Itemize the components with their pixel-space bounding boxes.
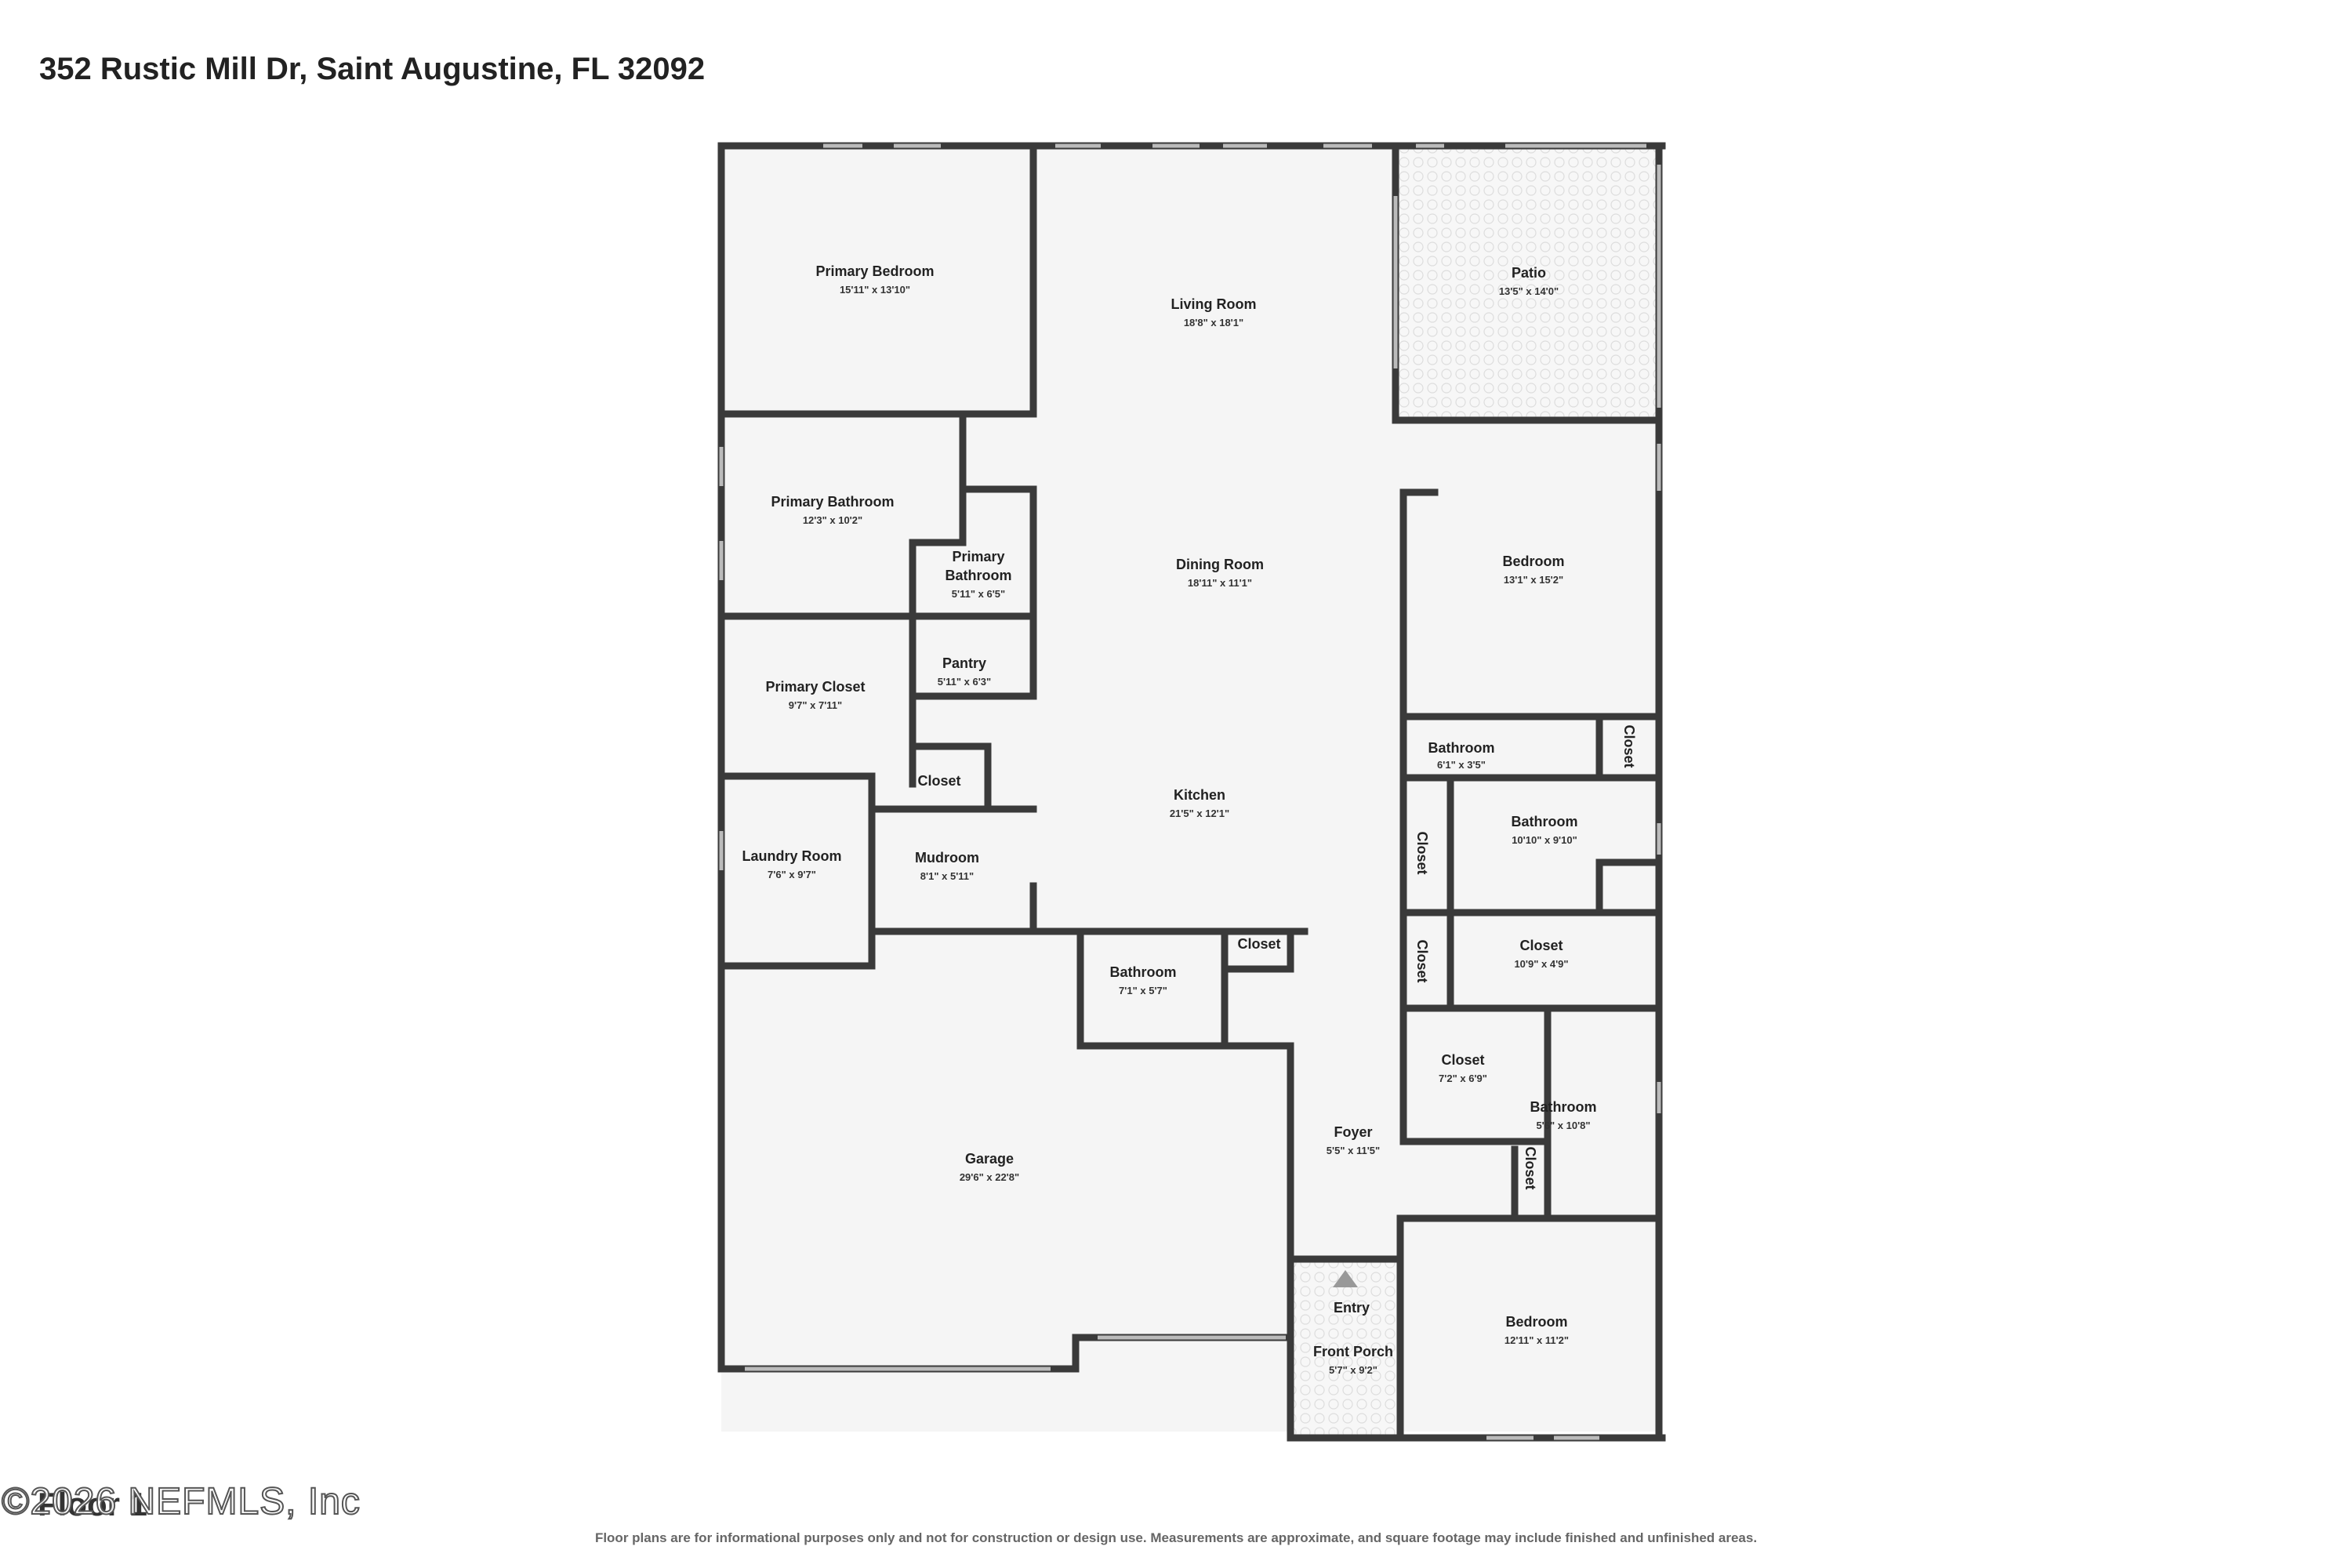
room-garage-name: Garage bbox=[965, 1151, 1014, 1167]
room-closet-vertical-2-name: Closet bbox=[1414, 939, 1430, 982]
room-bathroom-center-dims: 7'1" x 5'7" bbox=[1119, 985, 1167, 996]
room-bathroom-center-name: Bathroom bbox=[1110, 964, 1177, 980]
room-living-room-dims: 18'8" x 18'1" bbox=[1184, 317, 1243, 328]
room-closet-mid-name: Closet bbox=[917, 773, 960, 789]
room-patio-name: Patio bbox=[1512, 265, 1546, 281]
room-primary-bathroom-2-dims: 5'11" x 6'5" bbox=[952, 588, 1005, 600]
room-bathroom-mid-right-name: Bathroom bbox=[1512, 814, 1578, 829]
room-entry-name: Entry bbox=[1334, 1300, 1370, 1316]
room-dining-room-name: Dining Room bbox=[1176, 557, 1264, 572]
room-laundry-room-name: Laundry Room bbox=[742, 848, 841, 864]
room-primary-bathroom-2-name-line1: Primary bbox=[952, 549, 1004, 564]
front-porch-floor bbox=[1290, 1259, 1400, 1438]
room-bathroom-lower-right-dims: 5'6" x 10'8" bbox=[1536, 1120, 1590, 1131]
room-closet-right-long-name: Closet bbox=[1519, 938, 1563, 953]
room-bathroom-small-name: Bathroom bbox=[1428, 740, 1495, 756]
windows bbox=[719, 143, 1661, 1440]
room-closet-right-long-dims: 10'9" x 4'9" bbox=[1514, 958, 1568, 970]
room-front-porch-dims: 5'7" x 9'2" bbox=[1329, 1364, 1377, 1376]
room-bathroom-mid-right-dims: 10'10" x 9'10" bbox=[1512, 834, 1577, 846]
patio-floor bbox=[1396, 146, 1662, 417]
room-bedroom-right-name: Bedroom bbox=[1502, 554, 1564, 569]
room-bathroom-lower-right-name: Bathroom bbox=[1530, 1099, 1597, 1115]
room-primary-bedroom-name: Primary Bedroom bbox=[815, 263, 934, 279]
room-closet-lower-name: Closet bbox=[1441, 1052, 1484, 1068]
room-primary-bathroom-2-name-line2: Bathroom bbox=[946, 568, 1012, 583]
room-closet-vertical-1-name: Closet bbox=[1414, 831, 1430, 874]
room-patio-dims: 13'5" x 14'0" bbox=[1499, 285, 1559, 297]
room-garage-dims: 29'6" x 22'8" bbox=[960, 1171, 1019, 1183]
room-primary-closet-dims: 9'7" x 7'11" bbox=[789, 699, 842, 711]
room-mudroom-dims: 8'1" x 5'11" bbox=[920, 870, 974, 882]
room-bathroom-small-dims: 6'1" x 3'5" bbox=[1437, 759, 1486, 771]
room-primary-bedroom-dims: 15'11" x 13'10" bbox=[840, 284, 910, 296]
room-pantry-name: Pantry bbox=[942, 655, 986, 671]
room-laundry-room-dims: 7'6" x 9'7" bbox=[768, 869, 816, 880]
room-bedroom-bottom-dims: 12'11" x 11'2" bbox=[1504, 1334, 1569, 1346]
property-address: 352 Rustic Mill Dr, Saint Augustine, FL … bbox=[39, 52, 706, 86]
room-bedroom-bottom-name: Bedroom bbox=[1505, 1314, 1567, 1330]
room-mudroom-name: Mudroom bbox=[915, 850, 979, 866]
room-closet-center-name: Closet bbox=[1237, 936, 1280, 952]
room-closet-vertical-3-name: Closet bbox=[1523, 1146, 1538, 1189]
room-foyer-name: Foyer bbox=[1334, 1124, 1372, 1140]
room-dining-room-dims: 18'11" x 11'1" bbox=[1188, 577, 1252, 589]
room-closet-lower-dims: 7'2" x 6'9" bbox=[1439, 1073, 1487, 1084]
room-primary-bathroom-name: Primary Bathroom bbox=[771, 494, 894, 510]
copyright-watermark: ©2026 NEFMLS, Inc bbox=[1, 1480, 361, 1523]
room-kitchen-name: Kitchen bbox=[1174, 787, 1225, 803]
room-bedroom-right-dims: 13'1" x 15'2" bbox=[1504, 574, 1563, 586]
room-primary-closet-name: Primary Closet bbox=[765, 679, 865, 695]
disclaimer-text: Floor plans are for informational purpos… bbox=[594, 1530, 1758, 1545]
room-kitchen-dims: 21'5" x 12'1" bbox=[1170, 808, 1229, 819]
room-labels: Primary Bedroom 15'11" x 13'10" Living R… bbox=[742, 263, 1637, 1376]
entry-arrow-icon bbox=[1333, 1270, 1358, 1287]
room-pantry-dims: 5'11" x 6'3" bbox=[938, 676, 991, 688]
room-primary-bathroom-dims: 12'3" x 10'2" bbox=[803, 514, 862, 526]
floor-label: Floor 1 bbox=[38, 1486, 148, 1523]
room-front-porch-name: Front Porch bbox=[1313, 1344, 1393, 1359]
room-living-room-name: Living Room bbox=[1171, 296, 1257, 312]
room-closet-top-right-name: Closet bbox=[1621, 724, 1637, 768]
room-foyer-dims: 5'5" x 11'5" bbox=[1327, 1145, 1380, 1156]
